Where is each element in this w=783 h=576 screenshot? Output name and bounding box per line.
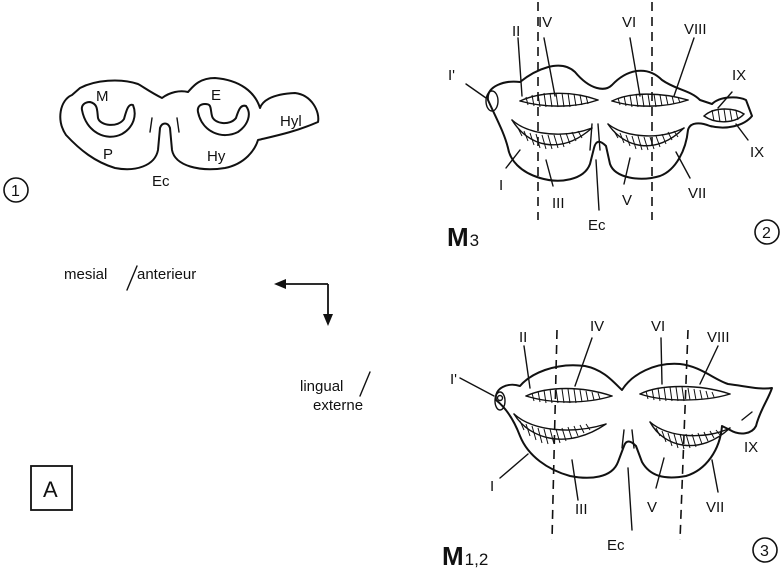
panel-3-label-ii: II (519, 329, 527, 346)
panel-2-number-badge: 2 (755, 220, 779, 244)
cusp-label-p: P (103, 146, 113, 163)
panel-2-label-iv: IV (538, 14, 552, 31)
panel-1-number-badge: 1 (4, 178, 28, 202)
orientation-slash-2 (360, 372, 370, 396)
orientation-mesial: mesial (64, 266, 107, 283)
svg-text:1: 1 (11, 183, 20, 200)
panel-2-label-ec: Ec (588, 217, 606, 234)
panel-2-tooth-name: M3 (447, 222, 479, 252)
svg-text:M3: M3 (447, 222, 479, 252)
panel-2-label-ix-right: IX (750, 144, 764, 161)
panel-3-label-vii: VII (706, 499, 724, 516)
orientation-slash-1 (127, 266, 137, 290)
panel-2-label-i-prime: I' (448, 67, 455, 84)
panel-3-label-ec: Ec (607, 537, 625, 554)
panel-3-number-badge: 3 (753, 538, 777, 562)
panel-3-label-vi: VI (651, 318, 665, 335)
panel-3-label-iii: III (575, 501, 588, 518)
panel-2-label-vii: VII (688, 185, 706, 202)
figure-label: A (43, 477, 58, 502)
panel-2-label-viii: VIII (684, 21, 707, 38)
panel-3-tooth-name: M1,2 (442, 541, 488, 571)
panel-2-label-ix-top: IX (732, 67, 746, 84)
cusp-label-hy: Hy (207, 148, 226, 165)
panel-3-tooth-drawing (460, 330, 772, 540)
panel-2-label-iii: III (552, 195, 565, 212)
panel-3-label-v: V (647, 499, 657, 516)
orientation-arrows (274, 279, 333, 326)
panel-2-label-vi: VI (622, 14, 636, 31)
svg-text:3: 3 (760, 543, 769, 560)
panel-2-label-i: I (499, 177, 503, 194)
cusp-label-ec: Ec (152, 173, 170, 190)
panel-3-label-i-prime: I' (450, 371, 457, 388)
cusp-label-m: M (96, 88, 109, 105)
cusp-label-hyl: Hyl (280, 113, 302, 130)
panel-3-label-i: I (490, 478, 494, 495)
svg-text:M1,2: M1,2 (442, 541, 488, 571)
panel-2-tooth-drawing (466, 2, 752, 220)
panel-3-label-viii: VIII (707, 329, 730, 346)
panel-3-label-ix: IX (744, 439, 758, 456)
orientation-external: externe (313, 397, 363, 414)
panel-2-label-ii: II (512, 23, 520, 40)
cusp-label-e: E (211, 87, 221, 104)
panel-3-label-iv: IV (590, 318, 604, 335)
svg-text:2: 2 (762, 225, 771, 242)
orientation-lingual: lingual (300, 378, 343, 395)
panel-2-label-v: V (622, 192, 632, 209)
orientation-anterior: anterieur (137, 266, 196, 283)
